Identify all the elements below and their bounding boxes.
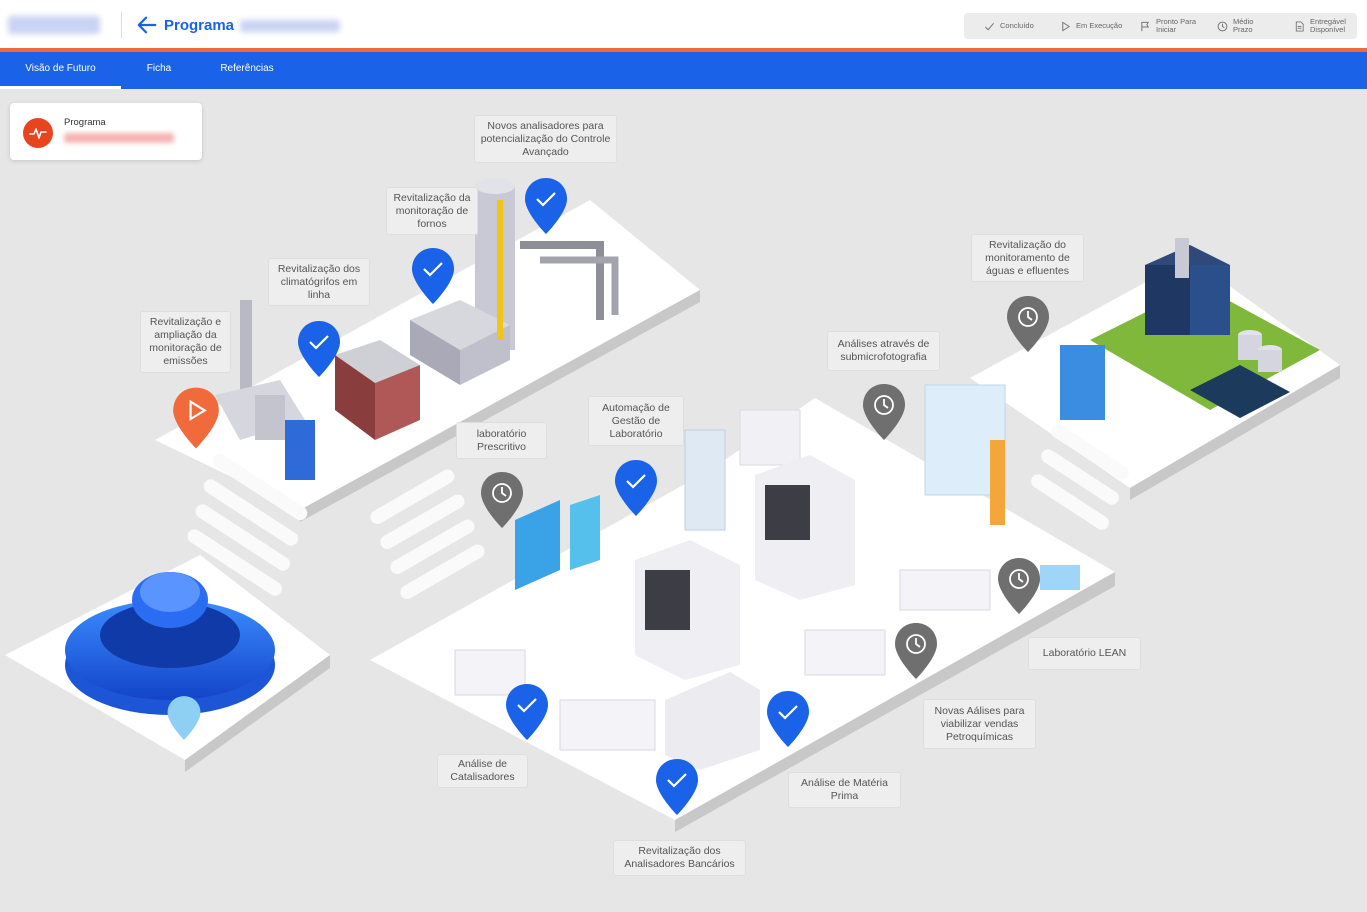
header-divider: [121, 12, 122, 38]
label-submicrofotografia[interactable]: Análises através de submicrofotografia: [827, 331, 940, 371]
label-climatografos[interactable]: Revitalização dos climatógrifos em linha: [268, 258, 370, 306]
label-novas-analises-petroquimicas[interactable]: Novas Aálises para viabilizar vendas Pet…: [923, 699, 1036, 749]
pin-medium-lab-prescritivo[interactable]: [479, 470, 525, 530]
pin-done-materia-prima[interactable]: [765, 689, 811, 749]
status-legend: Concluído Em Execução Pronto Para Inicia…: [964, 13, 1357, 39]
play-icon: [189, 399, 207, 422]
clock-icon: [501, 487, 507, 497]
pin-done-novos-analisadores[interactable]: [523, 176, 569, 236]
pin-done-automacao[interactable]: [613, 458, 659, 518]
flag-icon: [1141, 21, 1150, 31]
furnace-tower: [410, 178, 619, 385]
brand-logo: [8, 16, 100, 34]
check-icon: [626, 474, 646, 489]
program-name-redacted: [240, 20, 340, 32]
crosswalk-center: [370, 469, 485, 599]
pin-medium-submicrofotografia[interactable]: [861, 382, 907, 442]
pin-medium-lean[interactable]: [996, 556, 1042, 616]
climatograph-units: [335, 340, 420, 440]
pin-done-catalisadores[interactable]: [504, 682, 550, 742]
page-title: Programa: [164, 17, 235, 34]
pin-future-ai[interactable]: [166, 688, 202, 748]
clock-icon: [883, 399, 889, 409]
tab-referencias[interactable]: Referências: [220, 63, 274, 74]
clock-icon: [1027, 311, 1033, 321]
tab-visao-de-futuro[interactable]: Visão de Futuro: [0, 52, 121, 89]
legend-item-medio-prazo: Médio Prazo: [1217, 13, 1267, 39]
crosswalk-right: [1031, 424, 1129, 530]
top-bar: Programa Concluído Em Execução Pronto Pa…: [0, 0, 1367, 52]
label-analisadores-bancarios[interactable]: Revitalização dos Analisadores Bancários: [613, 840, 746, 876]
pin-done-climatografos[interactable]: [296, 319, 342, 379]
clock-icon: [1018, 573, 1024, 583]
water-treatment-plant: [1060, 238, 1320, 420]
label-automacao-gestao[interactable]: Automação de Gestão de Laboratório: [588, 396, 684, 446]
legend-item-entregavel-disponivel: Entregável Disponível: [1294, 13, 1354, 39]
pulse-icon: [23, 118, 53, 148]
check-icon: [778, 705, 798, 720]
clock-icon: [915, 638, 921, 648]
legend-item-em-execucao: Em Execução: [1060, 13, 1122, 39]
label-analise-materia-prima[interactable]: Análise de Matéria Prima: [788, 772, 901, 808]
isometric-scene: [5, 178, 1340, 832]
label-novos-analisadores[interactable]: Novos analisadores para potencialização …: [474, 115, 617, 163]
program-card-label: Programa: [64, 117, 106, 128]
program-card[interactable]: Programa: [10, 103, 202, 160]
pin-running-emissoes[interactable]: [171, 385, 221, 451]
pin-medium-aguas-efluentes[interactable]: [1005, 294, 1051, 354]
document-icon: [1295, 20, 1304, 32]
check-icon: [985, 22, 995, 30]
emissions-stack: [215, 300, 315, 480]
check-icon: [667, 773, 687, 788]
tab-ficha[interactable]: Ficha: [146, 63, 172, 74]
crosswalk-left: [187, 453, 308, 596]
play-icon: [1062, 20, 1071, 32]
program-card-name-redacted: [64, 133, 174, 143]
platform-center-lab: [370, 398, 1115, 832]
pin-done-fornos[interactable]: [410, 246, 456, 306]
check-icon: [309, 335, 329, 350]
nav-bar: Visão de Futuro Ficha Referências: [0, 52, 1367, 89]
pin-medium-petroquimicas[interactable]: [893, 621, 939, 681]
label-laboratorio-prescritivo[interactable]: laboratório Prescritivo: [456, 422, 547, 459]
arrow-left-icon[interactable]: [136, 14, 158, 36]
legend-item-concluido: Concluído: [984, 13, 1034, 39]
check-icon: [517, 698, 537, 713]
check-icon: [536, 192, 556, 207]
legend-item-pronto-para-iniciar: Pronto Para Iniciar: [1140, 13, 1204, 39]
label-monitoracao-emissoes[interactable]: Revitalização e ampliação da monitoração…: [140, 311, 231, 373]
label-aguas-efluentes[interactable]: Revitalização do monitoramento de águas …: [971, 234, 1084, 282]
ai-brain-podium: [65, 572, 275, 715]
check-icon: [423, 262, 443, 277]
lab-equipment: [454, 384, 1080, 770]
label-monitoracao-fornos[interactable]: Revitalização da monitoração de fornos: [386, 187, 478, 235]
label-laboratorio-lean[interactable]: Laboratório LEAN: [1028, 637, 1141, 670]
label-analise-catalisadores[interactable]: Análise de Catalisadores: [437, 754, 528, 788]
pin-done-bancarios[interactable]: [654, 757, 700, 817]
clock-icon: [1217, 21, 1228, 31]
